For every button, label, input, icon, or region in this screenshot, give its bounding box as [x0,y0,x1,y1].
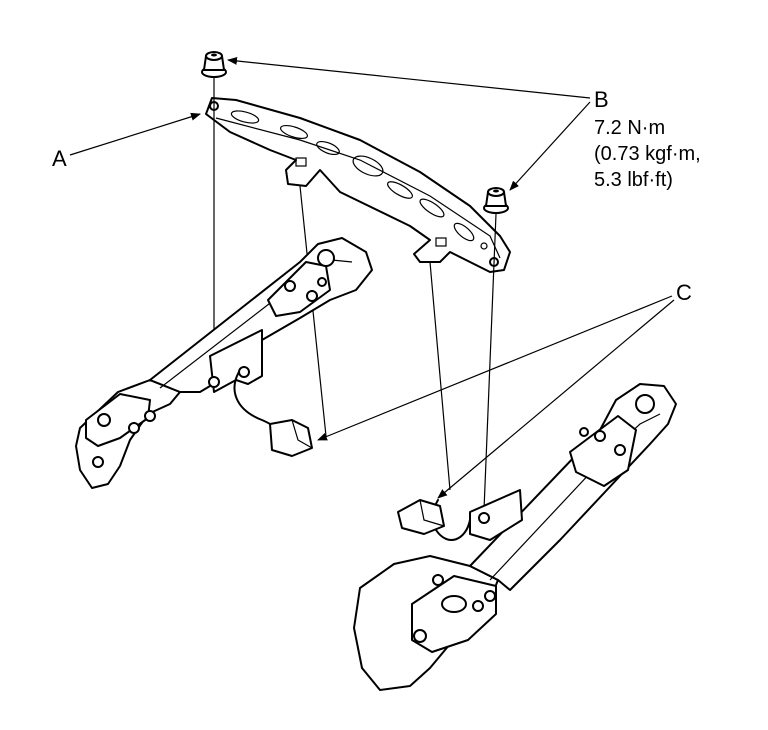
connector-left [233,366,313,457]
leader-b-right [509,101,591,191]
flange-nut-right [483,187,509,214]
flange-nut-left [201,51,227,78]
leader-c-right [437,299,675,499]
seat-track-left [75,237,373,489]
callout-b-label: B [594,87,609,112]
seat-track-right [353,383,677,691]
callout-a-label: A [52,146,67,171]
leader-b-left [227,56,591,99]
upper-bracket [205,97,511,273]
callout-c-label: C [676,280,692,305]
torque-spec-line3: 5.3 lbf·ft) [594,169,673,191]
leader-c-left [317,295,673,441]
torque-spec-line1: 7.2 N·m [594,117,665,139]
connector-right [397,499,471,542]
torque-spec-line2: (0.73 kgf·m, [594,143,701,165]
leader-lines [69,56,675,499]
leader-a [69,112,201,156]
